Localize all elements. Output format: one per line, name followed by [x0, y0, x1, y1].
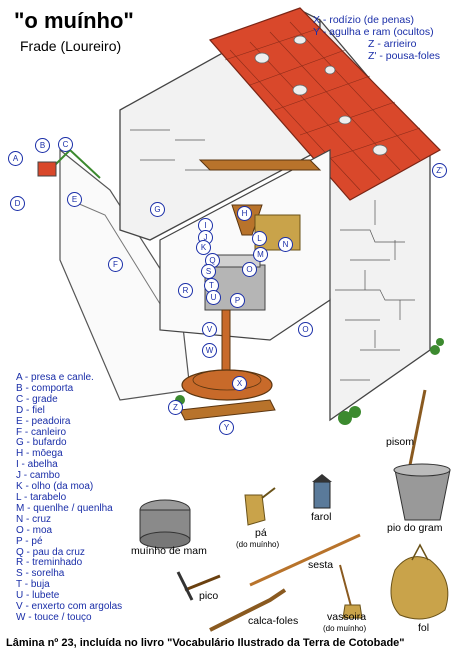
legend-item: S - sorelha	[16, 568, 65, 580]
badge-x: X	[232, 376, 247, 391]
page-title: "o muínho"	[14, 8, 134, 33]
label-calca-foles: calca-foles	[248, 615, 299, 627]
badge-w: W	[202, 343, 217, 358]
badge-l: L	[252, 231, 267, 246]
badge-c: C	[58, 137, 73, 152]
badge-y: Y	[219, 420, 234, 435]
legend-item: T - buja	[16, 579, 50, 591]
legend-item: B - comporta	[16, 382, 74, 394]
channel-edge	[69, 199, 171, 321]
legend-item: J - cambo	[16, 470, 60, 482]
badge-o: O	[242, 262, 257, 277]
roof-stones	[254, 35, 388, 156]
label-fol: fol	[418, 622, 430, 634]
legend-item: V - enxerto com argolas	[16, 601, 123, 613]
sluice-box	[37, 161, 57, 177]
badge-g: G	[150, 202, 165, 217]
badge-f: F	[108, 257, 123, 272]
badge-z-prime: Z'	[432, 163, 447, 178]
label-pio-do-gram: pio do gram	[387, 522, 443, 534]
badge-r: R	[178, 283, 193, 298]
caption: Lâmina nº 23, incluída no livro "Vocabul…	[6, 637, 405, 649]
key-y: Y - agulha e ram (ocultos)	[313, 26, 434, 38]
label-pa-sub: (do muínho)	[236, 540, 280, 549]
water-wheel	[181, 369, 273, 401]
label-vassoira-sub: (do muínho)	[323, 624, 367, 633]
legend-item: K - olho (da moa)	[16, 481, 94, 493]
legend-item: N - cruz	[16, 513, 51, 525]
legend-item: W - touce / touço	[16, 611, 92, 623]
page-subtitle: Frade (Loureiro)	[20, 38, 122, 54]
badge-v: V	[202, 322, 217, 337]
stone-masonry	[130, 129, 415, 381]
badge-n: N	[278, 237, 293, 252]
badge-a: A	[8, 151, 23, 166]
badge-d: D	[10, 196, 25, 211]
legend-item: C - grade	[16, 393, 58, 405]
key-x: X - rodízio (de penas)	[313, 14, 414, 26]
label-vassoira: vassoira	[327, 611, 367, 623]
legend-item: U - lubete	[16, 590, 60, 602]
legend-item: H - mōega	[16, 448, 63, 460]
key-z-prime: Z' - pousa-foles	[368, 50, 441, 62]
legend-item: E - peadoira	[16, 415, 71, 427]
badge-u: U	[206, 290, 221, 305]
label-sesta: sesta	[308, 559, 334, 571]
legend-item: F - canleiro	[16, 426, 67, 438]
legend-item: A - presa e canle.	[16, 372, 94, 383]
water-wheel-inner	[192, 369, 262, 391]
badge-o2: O	[298, 322, 313, 337]
badge-z: Z	[168, 400, 183, 415]
legend-item: O - moa	[16, 524, 53, 536]
legend-item: G - bufardo	[16, 437, 67, 449]
badge-m: M	[253, 247, 268, 262]
badge-k: K	[196, 240, 211, 255]
badge-h: H	[237, 206, 252, 221]
badge-b: B	[35, 138, 50, 153]
legend-item: Q - pau da cruz	[16, 546, 85, 558]
legend-item: R - treminhado	[16, 557, 83, 569]
legend-item: M - quenlhe / quenlha	[16, 502, 113, 514]
legend-item: I - abelha	[16, 459, 58, 471]
badge-p: P	[230, 293, 245, 308]
label-farol: farol	[311, 511, 332, 523]
badge-e: E	[67, 192, 82, 207]
badge-s: S	[201, 264, 216, 279]
legend-item: L - tarabelo	[16, 491, 67, 503]
legend: A - presa e canle. B - comporta C - grad…	[16, 372, 123, 624]
legend-item: D - fiel	[16, 404, 45, 416]
label-pa: pá	[255, 527, 267, 539]
label-muinho-de-mam: muínho de mam	[131, 545, 207, 557]
legend-item: P - pé	[16, 535, 43, 547]
label-pico: pico	[199, 590, 219, 602]
base-beam	[179, 399, 276, 421]
key-z: Z - arrieiro	[368, 38, 417, 50]
label-pisom: pisom	[386, 436, 415, 448]
ceiling-beam	[198, 159, 322, 171]
